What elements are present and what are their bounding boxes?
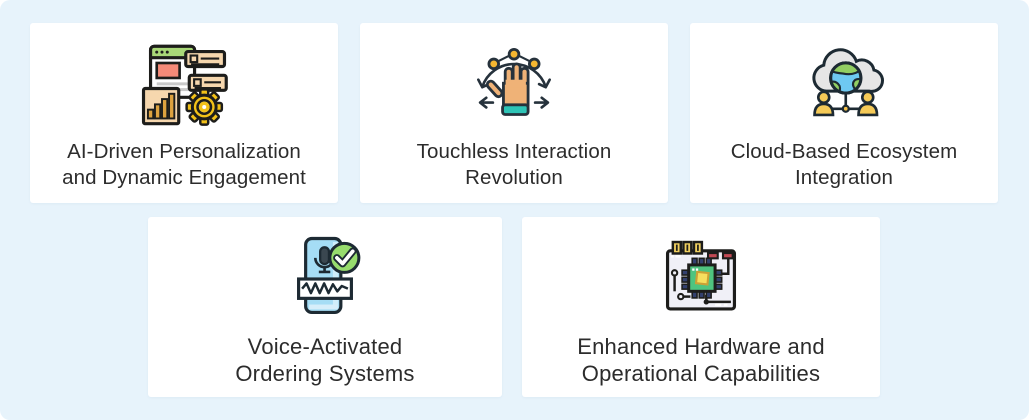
card-label: Touchless Interaction Revolution [417,139,612,191]
card-label-line2: and Dynamic Engagement [62,166,306,189]
touchless-hand-gesture-icon [477,47,551,116]
card-label-line1: Enhanced Hardware and [577,334,825,359]
card-label-line1: Voice-Activated [247,334,403,359]
card-ai-driven-personalization: AI-Driven Personalization and Dynamic En… [30,23,338,203]
ai-dashboard-gear-icon [141,44,228,126]
voice-microphone-check-icon [281,235,369,323]
card-cloud-based-ecosystem: Cloud-Based Ecosystem Integration [690,23,998,203]
card-label-line2: Operational Capabilities [581,361,821,386]
card-label: Voice-Activated Ordering Systems [235,333,414,387]
card-label-line1: Cloud-Based Ecosystem [730,140,958,163]
card-label: Cloud-Based Ecosystem Integration [731,139,958,191]
card-label-line1: AI-Driven Personalization [67,140,301,163]
cloud-globe-network-icon [800,41,888,129]
circuit-board-chip-icon [665,240,737,311]
card-label-line2: Ordering Systems [235,361,415,386]
circuit-board-chip-icon [657,235,745,323]
cloud-globe-network-icon [812,48,884,117]
ai-dashboard-gear-icon [140,41,228,129]
card-enhanced-hardware: Enhanced Hardware and Operational Capabi… [522,217,880,397]
card-label-line1: Touchless Interaction [416,140,612,163]
card-label: AI-Driven Personalization and Dynamic En… [62,139,306,191]
card-label-line2: Integration [795,166,893,189]
card-voice-activated-ordering: Voice-Activated Ordering Systems [148,217,502,397]
touchless-hand-gesture-icon [470,41,558,129]
card-label: Enhanced Hardware and Operational Capabi… [577,333,825,387]
voice-microphone-check-icon [297,236,361,315]
card-label-line2: Revolution [465,166,563,189]
card-touchless-interaction: Touchless Interaction Revolution [360,23,668,203]
